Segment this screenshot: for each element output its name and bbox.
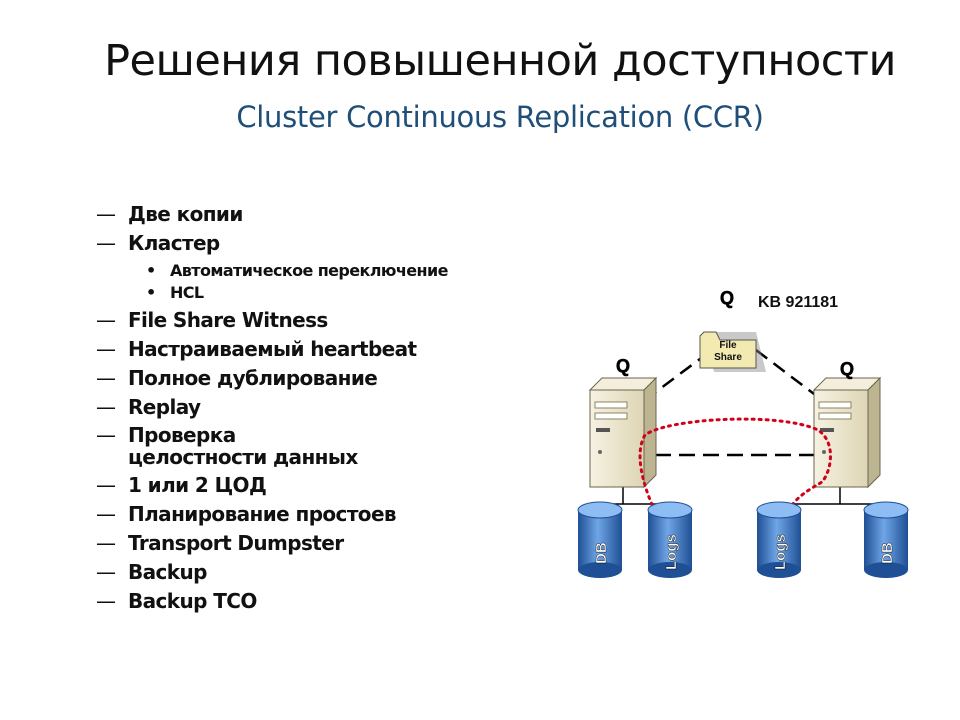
kb-label: KB 921181 xyxy=(758,294,838,311)
link-right-to-share xyxy=(755,349,823,401)
db-label-left: DB xyxy=(593,542,610,564)
bullet-two-copies: Две копии xyxy=(96,202,448,226)
quorum-label-top: Q xyxy=(720,288,734,308)
server-right xyxy=(812,376,882,489)
file-share-folder: File Share xyxy=(699,331,766,372)
db-disk-right: DB xyxy=(863,501,909,578)
db-disk-left: DB xyxy=(577,501,623,578)
quorum-label-right: Q xyxy=(840,359,854,379)
replication-path xyxy=(638,417,832,544)
logs-label-left: Logs xyxy=(663,534,680,570)
slide-subtitle: Cluster Continuous Replication (CCR) xyxy=(236,100,764,134)
bullet-backup: Backup xyxy=(96,560,448,584)
bullet-datacenters: 1 или 2 ЦОД xyxy=(96,473,448,497)
logs-disk-right: Logs xyxy=(756,501,802,578)
bullet-auto-failover: Автоматическое переключение xyxy=(96,260,448,282)
server-left xyxy=(588,376,658,489)
bullet-transport-dumpster: Transport Dumpster xyxy=(96,531,448,555)
bullet-heartbeat: Настраиваемый heartbeat xyxy=(96,337,448,361)
quorum-label-left: Q xyxy=(616,356,630,376)
db-label-right: DB xyxy=(879,542,896,564)
file-share-label-1: File xyxy=(719,340,737,351)
logs-label-right: Logs xyxy=(772,534,789,570)
bullet-integrity-check: Проверка целостности данных xyxy=(96,424,448,468)
bullet-replay: Replay xyxy=(96,395,448,419)
bullet-file-share-witness: File Share Witness xyxy=(96,308,448,332)
bullet-backup-tco: Backup TCO xyxy=(96,589,448,613)
bullet-downtime-planning: Планирование простоев xyxy=(96,502,448,526)
file-share-label-2: Share xyxy=(714,352,742,363)
logs-disk-left: Logs xyxy=(647,501,693,578)
bullet-full-redundancy: Полное дублирование xyxy=(96,366,448,390)
bullet-cluster: Кластер xyxy=(96,231,448,255)
slide-title: Решения повышенной доступности xyxy=(104,36,896,86)
bullet-hcl: HCL xyxy=(96,282,448,304)
ccr-diagram: File Share Q KB 921181 Q Q DB Logs Logs … xyxy=(577,288,909,578)
feature-list: Две копии Кластер Автоматическое переклю… xyxy=(96,202,448,618)
